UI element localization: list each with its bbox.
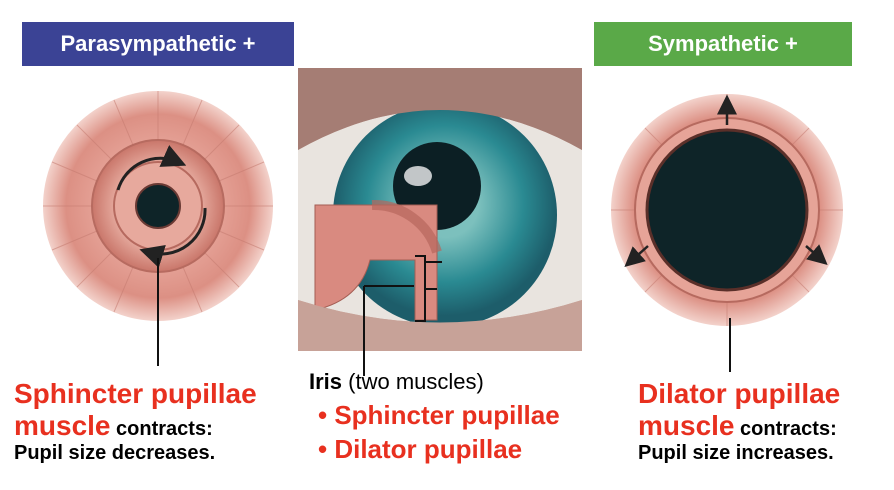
iris-caption-rest: (two muscles)	[342, 369, 484, 394]
sympathetic-header: Sympathetic +	[594, 22, 852, 66]
dilation-arrow-right	[805, 244, 828, 265]
dilator-caption-contracts: contracts:	[734, 418, 837, 441]
iris-caption-bold: Iris	[309, 369, 343, 394]
sympathetic-header-text: Sympathetic +	[648, 31, 798, 56]
sphincter-caption-muscle: muscle	[14, 410, 111, 442]
dilation-arrow-left	[624, 245, 649, 267]
sphincter-caption: Sphincter pupillae muscle contracts: Pup…	[14, 378, 314, 465]
dilator-caption-line3: Pupil size increases.	[638, 442, 834, 465]
iris-item-sphincter: • Sphincter pupillae	[318, 400, 560, 430]
iris-pointer-line	[363, 261, 442, 376]
parasympathetic-header: Parasympathetic +	[22, 22, 294, 66]
dilator-caption-line2: muscle contracts:	[638, 410, 894, 442]
constricted-iris-illustration	[43, 91, 273, 366]
sphincter-caption-contracts: contracts:	[110, 418, 213, 441]
sphincter-caption-line2: muscle contracts:	[14, 410, 314, 442]
dilator-caption: Dilator pupillae muscle contracts: Pupil…	[638, 378, 894, 465]
iris-caption: Iris (two muscles)	[309, 369, 484, 395]
iris-item-dilator: • Dilator pupillae	[318, 434, 523, 464]
dilated-iris-illustration	[611, 94, 843, 372]
sphincter-caption-line3: Pupil size decreases.	[14, 442, 216, 465]
sphincter-caption-line1: Sphincter pupillae	[14, 378, 257, 409]
contraction-arrow-top	[116, 144, 187, 191]
contraction-arrow-bottom	[139, 207, 207, 268]
parasympathetic-header-text: Parasympathetic +	[60, 31, 256, 56]
dilator-caption-muscle: muscle	[638, 410, 735, 442]
muscle-bracket	[415, 255, 437, 322]
dilator-caption-line1: Dilator pupillae	[638, 378, 841, 409]
eye-closeup-illustration	[298, 68, 582, 351]
